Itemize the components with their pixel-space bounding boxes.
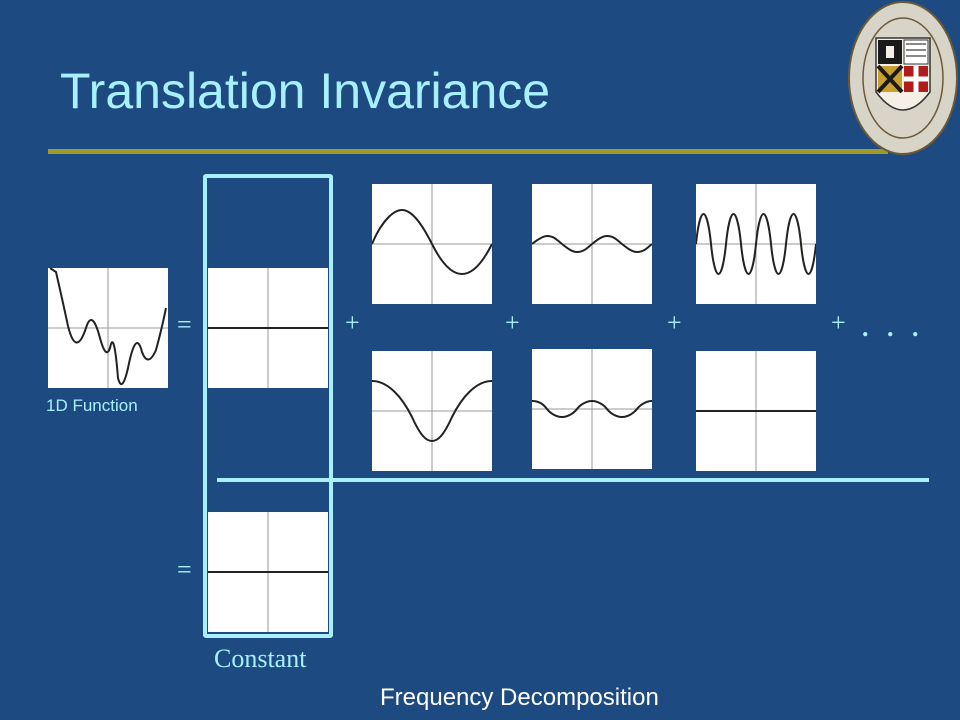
slide-title: Translation Invariance: [60, 63, 551, 119]
plus-sign-2: +: [505, 308, 520, 337]
sine-plot-freq-2: [532, 184, 652, 304]
footer-label: Frequency Decomposition: [380, 684, 659, 711]
equals-sign-top: =: [177, 310, 192, 339]
cosine-plot-freq-1: [372, 351, 492, 471]
equals-sign-bottom: =: [177, 555, 192, 584]
plus-sign-4: +: [831, 308, 846, 337]
function-plot: [48, 268, 168, 388]
cosine-plot-freq-2: [532, 349, 652, 469]
plus-sign-1: +: [345, 308, 360, 337]
cosine-plot-freq-4: [696, 351, 816, 471]
constant-plot-top: [208, 268, 328, 388]
separator-line: [217, 478, 929, 482]
sine-plot-freq-4: [696, 184, 816, 304]
sine-plot-freq-1: [372, 184, 492, 304]
constant-plot-bottom: [208, 512, 328, 632]
title-underline: [48, 149, 888, 154]
plus-sign-3: +: [667, 308, 682, 337]
university-seal-icon: [846, 0, 960, 160]
constant-label: Constant: [214, 644, 307, 673]
ellipsis: . . .: [862, 313, 925, 342]
function-label: 1D Function: [46, 396, 138, 415]
constant-highlight-box: [203, 174, 333, 638]
